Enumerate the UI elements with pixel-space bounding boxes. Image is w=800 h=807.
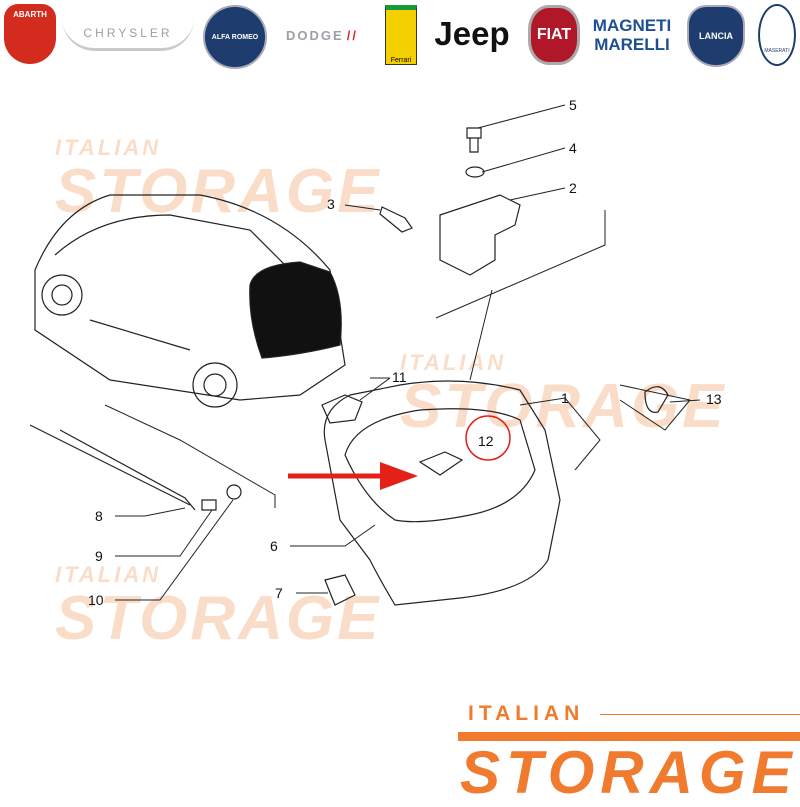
rear-window <box>249 261 342 359</box>
watermark-line2: STORAGE <box>400 372 727 441</box>
part-13-plug <box>644 386 669 413</box>
dodge-logo: DODGE// <box>286 27 358 43</box>
alfa-romeo-logo: ALFA ROMEO <box>203 5 267 69</box>
magneti-marelli-logo: MAGNETI MARELLI <box>592 16 672 54</box>
jeep-logo: Jeep <box>434 15 510 52</box>
watermark-line1: ITALIAN <box>55 135 162 160</box>
callout-2: 2 <box>569 180 577 196</box>
fiat-logo: FIAT <box>528 5 580 65</box>
brand-bar <box>458 732 800 741</box>
brand-rule <box>600 714 800 715</box>
callout-1: 1 <box>561 390 569 406</box>
callout-13: 13 <box>706 391 722 407</box>
highlight-arrow <box>288 462 418 490</box>
callout-8: 8 <box>95 508 103 524</box>
part-1-tailgate <box>323 380 561 606</box>
callout-10: 10 <box>88 592 104 608</box>
italian-storage-logo: ITALIAN STORAGE <box>450 700 800 806</box>
callout-12: 12 <box>478 433 494 449</box>
part-11-cover <box>321 394 363 424</box>
callout-5: 5 <box>569 97 577 113</box>
callout-6: 6 <box>270 538 278 554</box>
highlight-circle <box>465 415 511 461</box>
callout-9: 9 <box>95 548 103 564</box>
part-12-handle <box>418 451 464 476</box>
watermark: ITALIAN STORAGE <box>55 135 381 223</box>
callout-3: 3 <box>327 196 335 212</box>
part-5-bolt <box>466 127 482 153</box>
watermark-line1: ITALIAN <box>400 350 507 375</box>
part-2-hinge <box>439 194 521 276</box>
maserati-text: MASERATI <box>764 48 790 54</box>
dodge-text: DODGE <box>286 27 344 43</box>
part-8-strut <box>29 424 196 511</box>
brand-logo-row: ABARTH CHRYSLER ALFA ROMEO DODGE// Ferra… <box>0 0 800 70</box>
watermark-line2: STORAGE <box>55 584 382 653</box>
part-9-ballpin <box>201 499 217 511</box>
callout-4: 4 <box>569 140 577 156</box>
abarth-logo: ABARTH <box>4 4 56 64</box>
callout-7: 7 <box>275 585 283 601</box>
lancia-logo: LANCIA <box>687 5 745 67</box>
watermark: ITALIAN STORAGE <box>400 350 726 438</box>
part-10-washer <box>226 484 242 500</box>
part-4-washer <box>465 166 485 178</box>
brand-line2: STORAGE <box>460 739 798 806</box>
watermark-line1: ITALIAN <box>55 562 162 587</box>
ferrari-logo: Ferrari <box>385 5 417 65</box>
leader-lines <box>104 104 701 601</box>
maserati-logo: MASERATI <box>758 4 796 66</box>
part-3-bolt <box>379 206 413 233</box>
callout-11: 11 <box>392 369 407 385</box>
part-7-bump-stop <box>324 574 356 606</box>
chrysler-logo: CHRYSLER <box>62 18 194 51</box>
brand-line1: ITALIAN <box>468 702 585 725</box>
watermark-line2: STORAGE <box>55 157 382 226</box>
watermark: ITALIAN STORAGE <box>55 562 381 650</box>
